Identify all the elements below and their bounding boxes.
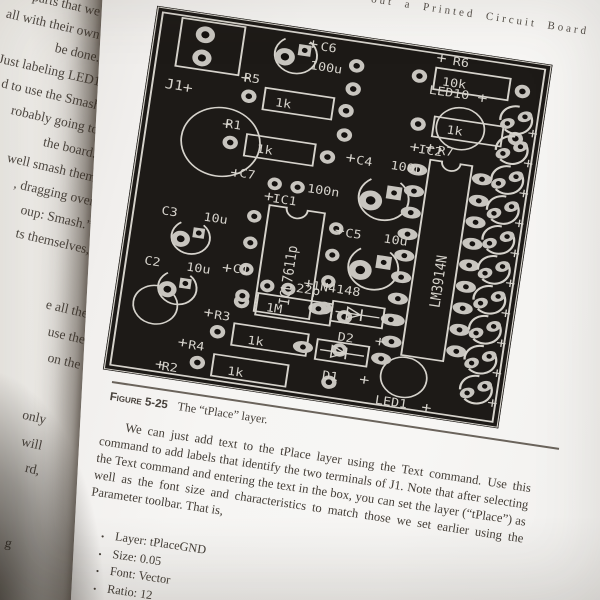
pcb-label-100u: 100u (309, 58, 343, 77)
pcb-label-10k: 10k (441, 74, 468, 91)
pcb-label-D2: D2 (337, 329, 355, 345)
pcb-label-100n: 100n (306, 181, 340, 200)
pcb-label-C5: C5 (344, 226, 362, 242)
pcb-label-R7: R7 (437, 143, 455, 159)
pcb-label-10u: 10u (185, 259, 211, 276)
pcb-label-1k: 1k (446, 122, 465, 138)
pcb-label-1M: 1M (265, 300, 284, 316)
running-head: out a Printed Circuit Board (370, 0, 590, 38)
pcb-label-C6: C6 (320, 39, 338, 55)
pcb-label-IC1: IC1 (272, 191, 298, 208)
pcb-label-R2: R2 (161, 359, 179, 375)
pcb-label-C2: C2 (143, 253, 161, 269)
pcb-label-10u: 10u (203, 209, 229, 226)
pcb-label-100u: 100u (390, 158, 424, 177)
pcb-label-R5: R5 (243, 70, 261, 86)
pcb-label-R3: R3 (213, 307, 231, 323)
pcb-board: J1C6100uR51kR11kR610k1kR7C7100nIC1ICL761… (102, 5, 553, 429)
pcb-label-LED1: LED1 (374, 392, 408, 411)
pcb-label-C3: C3 (161, 203, 179, 219)
caption-label: Figure 5-25 (108, 390, 169, 412)
pcb-figure-svg: J1C6100uR51kR11kR610k1kR7C7100nIC1ICL761… (102, 5, 553, 429)
pcb-label-J1: J1 (164, 77, 185, 94)
pcb-label-R4: R4 (187, 337, 205, 353)
pcb-label-IC2: IC2 (417, 142, 443, 159)
left-page-fragment: g (3, 534, 14, 551)
pcb-label-22p: 22p (295, 281, 321, 298)
pcb-label-1k: 1k (226, 364, 245, 380)
pcb-label-C1: C1 (232, 261, 250, 277)
pcb-label-10u: 10u (383, 231, 409, 248)
pcb-label-R6: R6 (452, 54, 470, 70)
pcb-label-1k: 1k (274, 95, 293, 111)
pcb-label-R1: R1 (224, 116, 242, 132)
pcb-label-C7: C7 (238, 166, 256, 182)
pcb-label-1k: 1k (247, 333, 266, 349)
pcb-label-LED10: LED10 (428, 83, 470, 103)
pcb-label-D1: D1 (321, 368, 339, 384)
bullet-list: •Layer: tPlaceGND•Size: 0.05•Font: Vecto… (92, 527, 208, 600)
pcb-label-1k: 1k (256, 141, 275, 157)
pcb-label-C4: C4 (355, 153, 373, 169)
